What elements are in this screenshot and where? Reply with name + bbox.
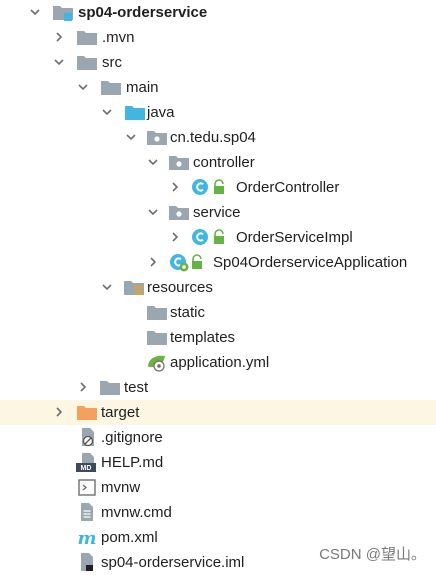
- chevron-right-icon[interactable]: [168, 230, 182, 244]
- tree-label-service: service: [193, 204, 241, 221]
- folder-icon: [77, 56, 97, 70]
- tree-row-test[interactable]: test: [0, 375, 436, 400]
- tree-row-iml[interactable]: sp04-orderservice.iml: [0, 550, 436, 575]
- tree-row-templates[interactable]: templates: [0, 325, 436, 350]
- class-icon: [192, 179, 208, 195]
- tree-label-static: static: [170, 304, 206, 321]
- tree-label-order-service-impl: OrderServiceImpl: [236, 229, 353, 246]
- tree-row-gitignore[interactable]: .gitignore: [0, 425, 436, 450]
- folder-icon: [77, 31, 97, 45]
- tree-label-package: cn.tedu.sp04: [170, 129, 256, 146]
- chevron-down-icon[interactable]: [146, 205, 160, 219]
- tree-label-mvnw-cmd: mvnw.cmd: [101, 504, 172, 521]
- chevron-down-icon[interactable]: [28, 5, 42, 19]
- watermark: CSDN @望山。: [319, 546, 426, 563]
- tree-row-static[interactable]: static: [0, 300, 436, 325]
- tree-row-application-class[interactable]: Sp04OrderserviceApplication: [0, 250, 436, 275]
- folder-icon: [100, 381, 120, 395]
- svg-text:m: m: [77, 528, 96, 547]
- tree-row-mvnw[interactable]: mvnw: [0, 475, 436, 500]
- chevron-down-icon[interactable]: [146, 155, 160, 169]
- tree-row-mvnw-cmd[interactable]: mvnw.cmd: [0, 500, 436, 525]
- tree-row-application-yml[interactable]: application.yml: [0, 350, 436, 375]
- tree-row-package[interactable]: cn.tedu.sp04: [0, 125, 436, 150]
- chevron-down-icon[interactable]: [100, 105, 114, 119]
- tree-label-src: src: [102, 54, 122, 71]
- excluded-folder-icon: [77, 406, 97, 420]
- tree-label-order-controller: OrderController: [236, 179, 340, 196]
- chevron-down-icon[interactable]: [52, 55, 66, 69]
- tree-row-java[interactable]: java: [0, 100, 436, 125]
- lock-icon: [214, 179, 224, 194]
- tree-row-target[interactable]: target: [0, 400, 436, 425]
- package-icon: [169, 206, 189, 220]
- tree-row-order-service-impl[interactable]: OrderServiceImpl: [0, 225, 436, 250]
- tree-label-controller: controller: [193, 154, 255, 171]
- folder-icon: [147, 331, 167, 345]
- chevron-right-icon[interactable]: [146, 255, 160, 269]
- package-icon: [147, 131, 167, 145]
- chevron-down-icon[interactable]: [124, 130, 138, 144]
- module-folder-icon: [53, 6, 73, 21]
- tree-label-mvn: .mvn: [102, 29, 135, 46]
- chevron-right-icon[interactable]: [168, 180, 182, 194]
- folder-icon: [101, 81, 121, 95]
- resources-folder-icon: [124, 281, 144, 295]
- lock-icon: [192, 254, 202, 269]
- chevron-right-icon[interactable]: [76, 380, 90, 394]
- maven-icon: m: [77, 528, 96, 547]
- module-file-icon: [81, 553, 93, 571]
- markdown-file-icon: MD: [76, 453, 96, 472]
- tree-row-mvn[interactable]: .mvn: [0, 25, 436, 50]
- package-icon: [169, 156, 189, 170]
- tree-label-java: java: [147, 104, 175, 121]
- tree-label-templates: templates: [170, 329, 236, 346]
- chevron-down-icon[interactable]: [76, 80, 90, 94]
- tree-label-main: main: [126, 79, 159, 96]
- shell-script-icon: [78, 479, 96, 496]
- spring-config-icon: [148, 355, 165, 372]
- tree-row-help-md[interactable]: MD HELP.md: [0, 450, 436, 475]
- tree-row-resources[interactable]: resources: [0, 275, 436, 300]
- tree-label-application-yml: application.yml: [170, 354, 270, 371]
- class-icon: [192, 229, 208, 245]
- tree-label-gitignore: .gitignore: [101, 429, 163, 446]
- tree-row-src[interactable]: src: [0, 50, 436, 75]
- tree-label-pom-xml: pom.xml: [101, 529, 158, 546]
- tree-label-target: target: [101, 404, 140, 421]
- tree-row-controller[interactable]: controller: [0, 150, 436, 175]
- chevron-right-icon[interactable]: [52, 405, 66, 419]
- text-file-icon: [81, 503, 93, 521]
- chevron-down-icon[interactable]: [100, 280, 114, 294]
- source-folder-icon: [125, 106, 145, 120]
- tree-label-resources: resources: [147, 279, 213, 296]
- tree-label-application-class: Sp04OrderserviceApplication: [213, 254, 408, 271]
- folder-icon: [147, 306, 167, 320]
- tree-label-iml: sp04-orderservice.iml: [101, 554, 245, 571]
- tree-row-service[interactable]: service: [0, 200, 436, 225]
- tree-label-mvnw: mvnw: [101, 479, 141, 496]
- tree-label-test: test: [124, 379, 149, 396]
- spring-boot-class-icon: [170, 254, 189, 272]
- tree-row-order-controller[interactable]: OrderController: [0, 175, 436, 200]
- markdown-badge: MD: [81, 465, 92, 472]
- tree-row-main[interactable]: main: [0, 75, 436, 100]
- ignore-file-icon: [82, 428, 94, 447]
- tree-row-sp04-orderservice[interactable]: sp04-orderservice: [0, 0, 436, 25]
- lock-icon: [214, 229, 224, 244]
- tree-label-help-md: HELP.md: [101, 454, 164, 471]
- tree-row-pom-xml[interactable]: m pom.xml: [0, 525, 436, 550]
- tree-label-root: sp04-orderservice: [78, 4, 208, 21]
- chevron-right-icon[interactable]: [52, 30, 66, 44]
